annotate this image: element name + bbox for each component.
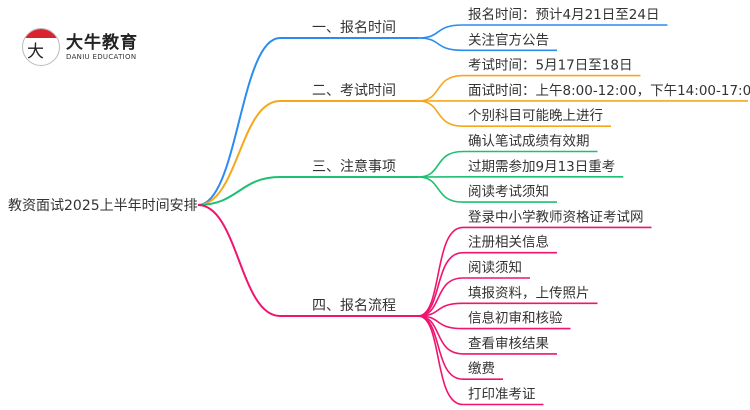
leaf-label: 登录中小学教师资格证考试网 [468, 209, 644, 225]
branch-label: 三、注意事项 [312, 158, 396, 175]
leaf-edge [417, 100, 611, 127]
branch-edge [197, 176, 418, 206]
leaf-edge [417, 315, 571, 330]
logo: 大牛 大牛教育 DANIU EDUCATION [22, 28, 138, 66]
logo-name-cn: 大牛教育 [66, 33, 138, 53]
leaf-edge [417, 24, 668, 39]
leaf-label: 缴费 [468, 361, 495, 377]
leaf-edge [417, 150, 598, 178]
leaf-label: 填报资料，上传照片 [468, 285, 590, 301]
leaf-label: 报名时间：预计4月21日至24日 [468, 7, 659, 23]
leaf-edge [417, 37, 557, 52]
branch-label: 一、报名时间 [312, 20, 396, 36]
leaf-label: 个别科目可能晚上进行 [468, 108, 603, 124]
branch-label: 四、报名流程 [312, 298, 396, 314]
branch-edge [197, 37, 418, 206]
leaf-edge [417, 74, 641, 102]
leaf-edge [417, 277, 530, 317]
leaf-label: 面试时间：上午8:00-12:00，下午14:00-17:00 [468, 83, 750, 99]
leaf-edge [417, 176, 557, 203]
leaf-label: 过期需参加9月13日重考 [468, 158, 615, 175]
leaf-label: 考试时间：5月17日至18日 [468, 58, 632, 74]
leaf-edge [417, 251, 557, 317]
branch-label: 二、考试时间 [312, 83, 396, 99]
leaf-label: 关注官方公告 [468, 32, 549, 48]
leaf-label: 确认笔试成绩有效期 [468, 134, 590, 150]
branch-edge [197, 204, 418, 317]
root-node: 教资面试2025上半年时间安排 [8, 198, 198, 214]
logo-mark-icon: 大牛 [22, 28, 60, 66]
leaf-label: 查看审核结果 [468, 336, 549, 352]
logo-name-en: DANIU EDUCATION [66, 53, 137, 61]
leaf-label: 打印准考证 [468, 386, 536, 403]
leaf-label: 注册相关信息 [468, 234, 549, 251]
leaf-label: 阅读须知 [468, 259, 522, 276]
leaf-edge [417, 315, 544, 406]
leaf-edge [417, 302, 598, 317]
leaf-edge [417, 226, 652, 317]
leaf-label: 信息初审和核验 [468, 310, 563, 327]
leaf-label: 阅读考试须知 [468, 183, 549, 200]
branch-edge [197, 100, 418, 206]
